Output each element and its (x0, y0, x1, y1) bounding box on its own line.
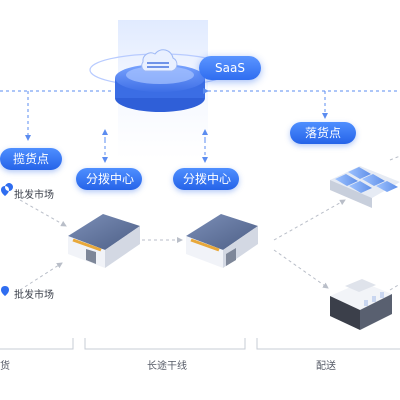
warehouse-left-icon (68, 214, 140, 268)
location-pin-icon (1, 183, 13, 196)
hub-right-badge[interactable]: 分拨中心 (173, 168, 239, 190)
stage-brackets (0, 338, 400, 350)
delivery-station-icon (330, 166, 400, 208)
market-name: 批发市场 (14, 190, 54, 201)
stage-label-delivery: 配送 (316, 361, 336, 372)
location-pin-icon (1, 286, 9, 296)
market-label-2: 批发市场 (14, 286, 54, 301)
flow-arrows (19, 155, 400, 291)
delivery-point-badge[interactable]: 落货点 (290, 122, 356, 144)
pickup-point-badge[interactable]: 揽货点 (0, 148, 62, 170)
warehouse-middle-icon (186, 214, 258, 268)
data-links (0, 88, 400, 163)
market-name: 批发市场 (14, 290, 54, 301)
market-label-1: 批发市场 (14, 186, 54, 201)
saas-badge[interactable]: SaaS (199, 56, 261, 80)
hub-left-badge[interactable]: 分拨中心 (76, 168, 142, 190)
stage-label-pickup: 货 (0, 361, 10, 372)
stage-label-trunk: 长途干线 (147, 361, 187, 372)
saas-cloud-platform (89, 20, 231, 160)
cloud-icon (141, 49, 178, 72)
store-building-icon (330, 279, 392, 330)
